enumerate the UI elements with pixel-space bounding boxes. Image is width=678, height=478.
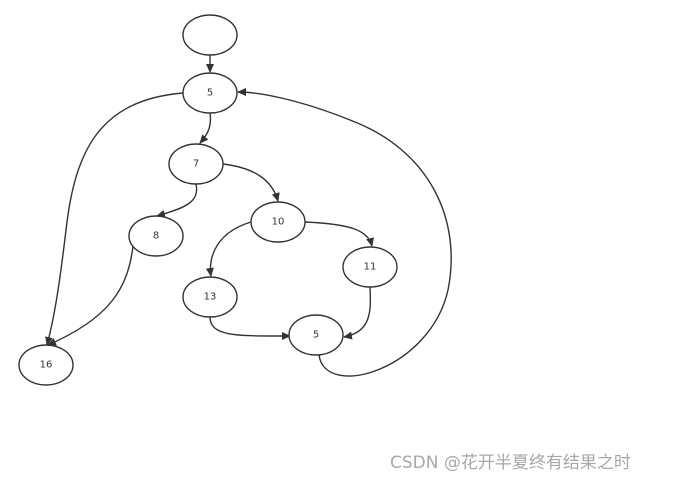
node-label: 7 (193, 159, 199, 170)
edge-n10-to-n13 (205, 221, 252, 277)
node-n10: 10 (250, 201, 306, 243)
node-n7: 7 (168, 143, 224, 185)
node-n8: 8 (128, 215, 184, 257)
node-n16: 16 (18, 344, 74, 386)
node-shape (182, 72, 238, 114)
edge-n7-to-n10 (222, 163, 280, 202)
edge-n10-to-n11 (304, 221, 374, 247)
node-start (182, 14, 238, 56)
node-shape (182, 14, 238, 56)
edge-n5a-to-n16 (45, 92, 184, 346)
node-label: 5 (313, 330, 319, 341)
nodes-layer: 5 7 8 10 11 13 5 16 (18, 14, 398, 386)
edge-n13-to-n5b (209, 316, 291, 341)
node-shape (18, 344, 74, 386)
node-shape (182, 276, 238, 318)
watermark: CSDN @花开半夏终有结果之时 (390, 453, 631, 473)
node-n5a: 5 (182, 72, 238, 114)
node-n11: 11 (342, 246, 398, 288)
node-n5b: 5 (288, 314, 344, 356)
edge-n8-to-n16 (47, 245, 134, 346)
edges-layer (45, 55, 452, 377)
edge-n7-to-n8 (156, 183, 198, 218)
edge-n11-to-n5b (343, 286, 372, 340)
node-label: 13 (204, 292, 217, 303)
node-label: 16 (40, 360, 53, 371)
node-label: 8 (153, 231, 159, 242)
node-n13: 13 (182, 276, 238, 318)
node-shape (250, 201, 306, 243)
node-shape (128, 215, 184, 257)
node-shape (168, 143, 224, 185)
node-label: 11 (364, 262, 377, 273)
node-shape (342, 246, 398, 288)
edge-n5b-to-n5a (237, 88, 452, 377)
node-label: 5 (207, 88, 213, 99)
node-label: 10 (272, 217, 285, 228)
node-shape (288, 314, 344, 356)
edge-n5a-to-n7 (199, 112, 212, 144)
